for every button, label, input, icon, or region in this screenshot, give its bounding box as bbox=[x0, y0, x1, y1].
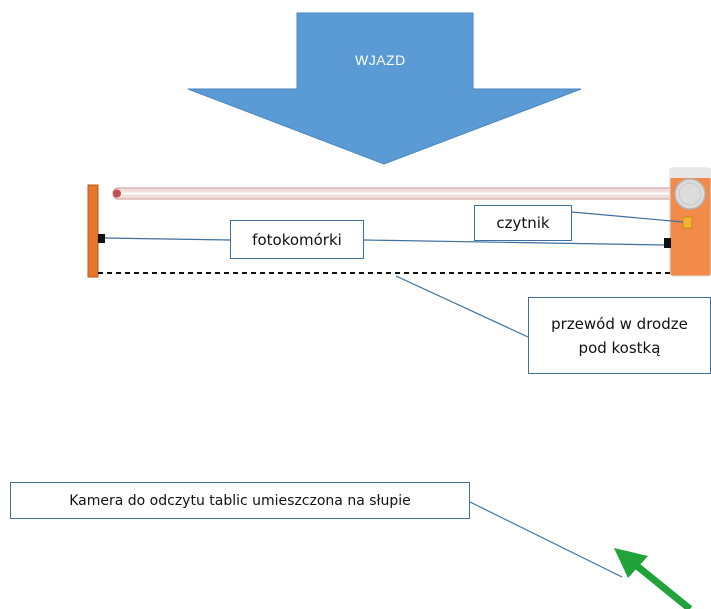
photocells-label-box: fotokomórki bbox=[230, 220, 364, 259]
leader-photocell-left bbox=[104, 237, 231, 241]
leader-cable bbox=[395, 275, 529, 338]
barrier-arm-tip bbox=[113, 189, 121, 198]
camera-label-box: Kamera do odczytu tablic umieszczona na … bbox=[10, 482, 470, 519]
camera-label: Kamera do odczytu tablic umieszczona na … bbox=[69, 492, 411, 509]
reader-label: czytnik bbox=[496, 214, 550, 232]
cable-label-line1: przewód w drodze bbox=[551, 314, 688, 333]
left-photocell bbox=[98, 234, 105, 243]
cable-label-box: przewód w drodze pod kostką bbox=[528, 297, 711, 374]
camera-arrow-shaft bbox=[629, 559, 693, 609]
camera-arrow-head bbox=[614, 548, 648, 578]
leader-camera bbox=[469, 501, 623, 578]
reader-device bbox=[682, 216, 693, 229]
leader-photocell-right bbox=[363, 239, 665, 246]
entry-arrow bbox=[187, 12, 582, 165]
entry-arrow-label: WJAZD bbox=[355, 52, 406, 68]
leader-reader bbox=[571, 211, 684, 223]
cable-label-line2: pod kostką bbox=[578, 338, 661, 357]
photocells-label: fotokomórki bbox=[252, 230, 342, 249]
left-post bbox=[87, 184, 99, 278]
reader-label-box: czytnik bbox=[474, 205, 572, 241]
right-photocell bbox=[664, 238, 671, 248]
